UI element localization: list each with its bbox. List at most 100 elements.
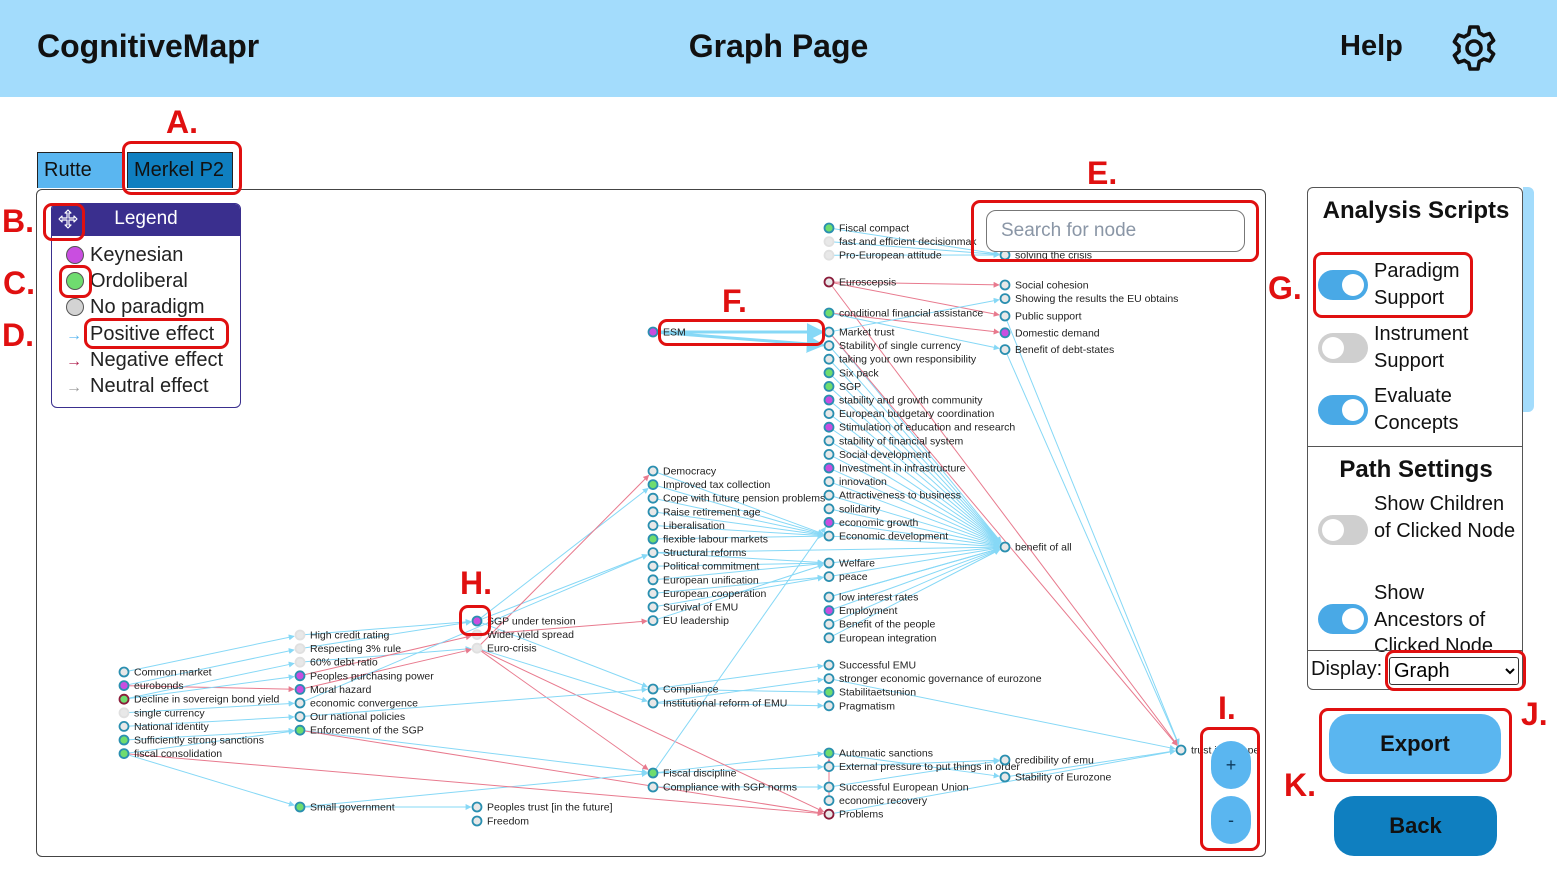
graph-node-sgp[interactable]: SGP <box>823 381 862 393</box>
graph-node-peoples-trust[interactable]: Peoples trust [in the future] <box>471 801 613 814</box>
graph-node-marker[interactable] <box>294 656 306 668</box>
tab-merkel-p2[interactable]: Merkel P2 <box>127 152 233 188</box>
graph-node-peace[interactable]: peace <box>823 571 868 583</box>
graph-node-marker[interactable] <box>823 489 835 501</box>
graph-node-marker[interactable] <box>823 557 835 569</box>
graph-node-small-government[interactable]: Small government <box>294 801 395 814</box>
graph-node-marker[interactable] <box>823 249 835 261</box>
graph-node-marker[interactable] <box>118 707 130 719</box>
graph-node-fast-efficient[interactable]: fast and efficient decisionmak <box>823 236 978 248</box>
graph-node-marker[interactable] <box>999 754 1011 766</box>
graph-node-peoples-purchasing[interactable]: Peoples purchasing power <box>294 670 435 682</box>
graph-node-marker[interactable] <box>118 680 130 691</box>
graph-node-marker[interactable] <box>999 327 1011 339</box>
graph-node-compliance-sgp[interactable]: Compliance with SGP norms <box>647 782 798 794</box>
graph-node-innovation[interactable]: innovation <box>823 476 888 488</box>
graph-node-marker[interactable] <box>823 340 835 352</box>
graph-node-high-credit[interactable]: High credit rating <box>294 630 390 642</box>
graph-node-marker[interactable] <box>647 465 659 477</box>
graph-node-showing-results[interactable]: Showing the results the EU obtains <box>999 293 1179 305</box>
graph-node-marker[interactable] <box>823 503 835 515</box>
graph-node-economic-growth[interactable]: economic growth <box>823 517 919 529</box>
graph-node-marker[interactable] <box>647 601 659 613</box>
graph-node-marker[interactable] <box>823 462 835 474</box>
graph-node-stabilitaetsunion[interactable]: Stabilitaetsunion <box>823 686 917 699</box>
graph-node-marker[interactable] <box>823 700 835 712</box>
graph-node-marker[interactable] <box>823 394 835 406</box>
graph-node-european-budget[interactable]: European budgetary coordination <box>823 408 995 420</box>
graph-node-european-unification[interactable]: European unification <box>647 574 759 586</box>
graph-node-marker[interactable] <box>823 686 835 698</box>
graph-node-marker[interactable] <box>823 517 835 528</box>
graph-node-marker[interactable] <box>294 724 306 736</box>
graph-node-automatic-sanctions[interactable]: Automatic sanctions <box>823 748 933 760</box>
graph-node-marker[interactable] <box>823 408 835 420</box>
graph-node-marker[interactable] <box>294 801 306 813</box>
graph-node-benefit-people[interactable]: Benefit of the people <box>823 619 936 631</box>
graph-node-marker[interactable] <box>647 615 659 626</box>
graph-node-marker[interactable] <box>823 571 835 582</box>
graph-node-marker[interactable] <box>823 448 835 460</box>
graph-node-marker[interactable] <box>471 815 483 827</box>
graph-node-marker[interactable] <box>471 642 483 654</box>
graph-node-marker[interactable] <box>647 479 659 491</box>
graph-node-marker[interactable] <box>294 684 306 695</box>
graph-node-marker[interactable] <box>823 476 835 488</box>
graph-node-pro-european[interactable]: Pro-European attitude <box>823 249 942 262</box>
graph-node-economic-convergence[interactable]: economic convergence <box>294 698 419 710</box>
graph-node-marker[interactable] <box>647 492 659 504</box>
graph-node-pragmatism[interactable]: Pragmatism <box>823 700 896 712</box>
graph-node-marker[interactable] <box>823 307 835 319</box>
graph-node-democracy[interactable]: Democracy <box>647 465 717 478</box>
graph-node-marker[interactable] <box>471 801 483 813</box>
graph-node-six-pack[interactable]: Six pack <box>823 367 880 379</box>
graph-node-liberalisation[interactable]: Liberalisation <box>647 520 726 532</box>
graph-node-fiscal-consolidation[interactable]: fiscal consolidation <box>118 748 223 760</box>
node-search-input[interactable] <box>986 210 1245 252</box>
graph-node-marker[interactable] <box>823 276 835 288</box>
graph-node-marker[interactable] <box>647 574 659 586</box>
graph-node-improved-tax[interactable]: Improved tax collection <box>647 479 771 491</box>
graph-node-stability-fin[interactable]: stability of financial system <box>823 435 964 447</box>
graph-node-marker[interactable] <box>999 293 1011 305</box>
graph-node-marker[interactable] <box>823 591 835 603</box>
graph-node-european-cooperation[interactable]: European cooperation <box>647 588 767 600</box>
graph-node-marker[interactable] <box>823 236 835 248</box>
export-button[interactable]: Export <box>1329 714 1501 774</box>
graph-node-eurobonds[interactable]: eurobonds <box>118 680 184 692</box>
graph-node-external-pressure[interactable]: External pressure to put things in order <box>823 761 1021 773</box>
graph-node-benefit-debt[interactable]: Benefit of debt-states <box>999 344 1115 356</box>
graph-node-employment[interactable]: Employment <box>823 605 898 617</box>
graph-node-compliance[interactable]: Compliance <box>647 683 719 696</box>
graph-node-moral-hazard[interactable]: Moral hazard <box>294 684 372 696</box>
graph-node-marker[interactable] <box>118 693 130 705</box>
graph-node-esm[interactable]: ESM <box>647 326 686 339</box>
graph-node-economic-dev[interactable]: Economic development <box>823 530 949 543</box>
graph-node-marker[interactable] <box>823 530 835 542</box>
graph-node-marker[interactable] <box>647 683 659 695</box>
graph-node-attractiveness[interactable]: Attractiveness to business <box>823 489 961 502</box>
graph-node-marker[interactable] <box>647 533 659 545</box>
graph-node-marker[interactable] <box>999 310 1011 322</box>
graph-node-benefit-all[interactable]: benefit of all <box>999 542 1072 554</box>
graph-node-marker[interactable] <box>823 795 835 806</box>
graph-node-marker[interactable] <box>118 721 130 732</box>
graph-node-marker[interactable] <box>118 666 130 678</box>
graph-node-marker[interactable] <box>1175 744 1187 756</box>
graph-node-low-interest[interactable]: low interest rates <box>823 591 919 604</box>
paradigm-support-toggle[interactable] <box>1318 270 1368 300</box>
graph-node-marker[interactable] <box>823 326 835 338</box>
graph-node-enforcement-sgp[interactable]: Enforcement of the SGP <box>294 724 424 737</box>
graph-node-domestic-demand[interactable]: Domestic demand <box>999 327 1100 339</box>
graph-node-european-integration[interactable]: European integration <box>823 632 937 644</box>
graph-node-stability-eurozone[interactable]: Stability of Eurozone <box>999 772 1112 784</box>
graph-node-stability-single[interactable]: Stability of single currency <box>823 340 962 352</box>
graph-node-fiscal-discipline[interactable]: Fiscal discipline <box>647 768 737 780</box>
graph-node-conditional-fin[interactable]: conditional financial assistance <box>823 307 984 320</box>
graph-node-marker[interactable] <box>647 326 659 338</box>
graph-node-credibility-emu[interactable]: credibility of emu <box>999 754 1094 767</box>
graph-node-marker[interactable] <box>471 615 483 627</box>
graph-node-respecting-3[interactable]: Respecting 3% rule <box>294 643 402 655</box>
graph-node-institutional-reform[interactable]: Institutional reform of EMU <box>647 698 788 710</box>
show-ancestors-toggle[interactable] <box>1318 604 1368 634</box>
